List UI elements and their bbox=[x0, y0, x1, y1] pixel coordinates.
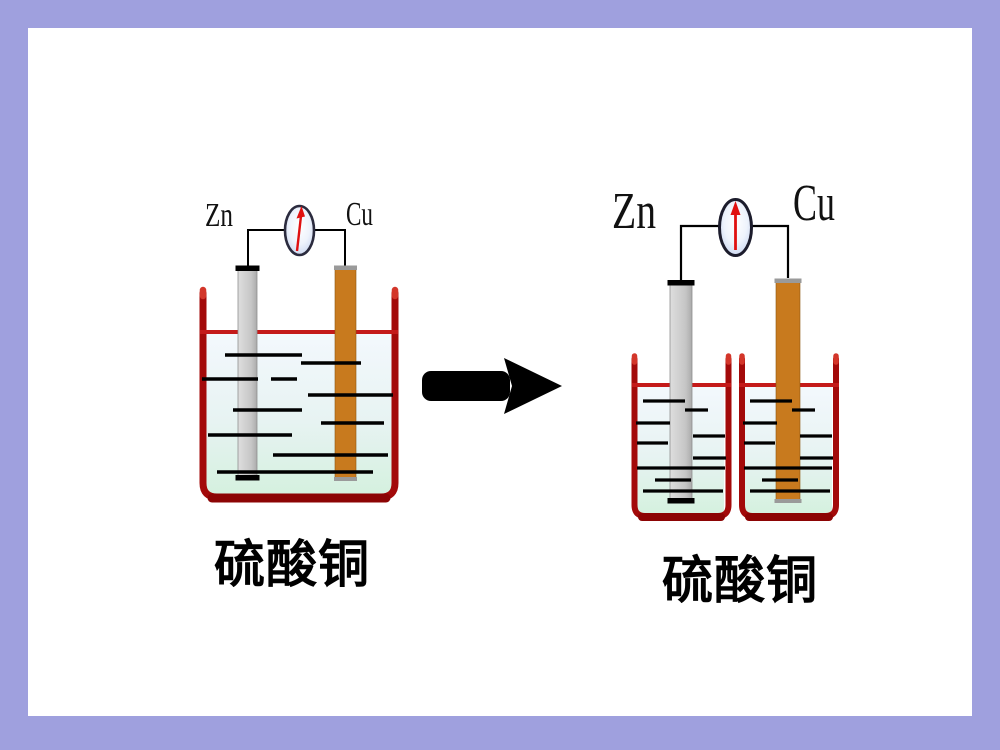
transform-arrow-icon bbox=[422, 358, 562, 414]
galvanometer-needle-tip bbox=[730, 201, 741, 215]
zinc-label: Zn bbox=[612, 183, 656, 240]
copper-electrode-top-cap bbox=[774, 278, 802, 283]
zinc-electrode-bottom-cap bbox=[235, 475, 260, 481]
zinc-label: Zn bbox=[205, 197, 233, 234]
copper-electrode bbox=[334, 268, 357, 479]
solution-fill bbox=[206, 334, 392, 494]
arrow-head bbox=[504, 358, 562, 414]
arrow-shaft bbox=[422, 371, 510, 401]
solution-dashes bbox=[743, 399, 833, 493]
galvanometer-needle-tip bbox=[296, 206, 305, 219]
solution-dashes bbox=[202, 353, 393, 474]
zinc-electrode-bottom-cap bbox=[667, 498, 695, 504]
before-solution-label: 硫酸铜 bbox=[214, 536, 371, 593]
copper-label: Cu bbox=[793, 175, 835, 232]
galvanic-cell-after-diagram: Zn Cu bbox=[612, 175, 839, 521]
slide-canvas: Zn Cu bbox=[28, 28, 972, 716]
solution-dashes bbox=[636, 399, 726, 493]
copper-label: Cu bbox=[346, 196, 373, 233]
zinc-electrode bbox=[237, 266, 258, 481]
copper-electrode-top-cap bbox=[334, 265, 357, 270]
after-solution-label: 硫酸铜 bbox=[662, 552, 819, 609]
copper-electrode bbox=[775, 281, 801, 501]
zinc-electrode-top-cap bbox=[235, 265, 260, 271]
galvanic-cell-before-diagram: Zn Cu bbox=[199, 196, 399, 503]
copper-electrode-bottom-cap bbox=[334, 477, 357, 481]
galvanometer-needle bbox=[295, 215, 303, 252]
zinc-electrode-top-cap bbox=[667, 280, 695, 286]
copper-electrode-bottom-cap bbox=[774, 499, 802, 503]
